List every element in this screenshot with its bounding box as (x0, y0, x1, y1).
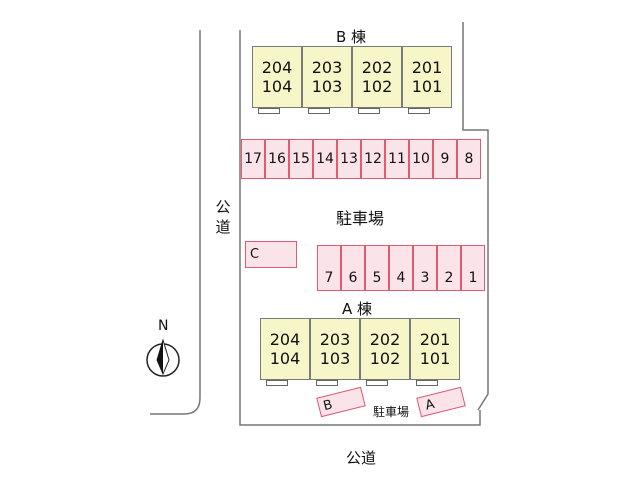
unit-lower-number: 101 (411, 77, 443, 96)
parking-space: 9 (433, 139, 457, 179)
building-a-label: A 棟 (342, 300, 373, 318)
unit-lower-number: 103 (319, 349, 351, 368)
north-label: N (158, 318, 169, 334)
entrance-step (366, 380, 388, 386)
parking-space: 2 (437, 245, 461, 291)
parking-space: 10 (409, 139, 433, 179)
parking-space-number: 12 (364, 151, 382, 167)
unit-lower-number: 101 (419, 349, 451, 368)
parking-space: 1 (461, 245, 485, 291)
parking-space: 11 (385, 139, 409, 179)
parking-space: 12 (361, 139, 385, 179)
parking-space-number: 9 (440, 151, 450, 167)
unit-upper-number: 204 (261, 58, 293, 77)
parking-space-number: 2 (444, 270, 454, 286)
unit-upper-number: 204 (269, 330, 301, 349)
entrance-step (408, 108, 430, 114)
unit-upper-number: 202 (369, 330, 401, 349)
parking-space: 14 (313, 139, 337, 179)
unit-upper-number: 201 (419, 330, 451, 349)
parking-space-number: 3 (420, 270, 430, 286)
parking-space: 5 (365, 245, 389, 291)
parking-space-number: 17 (244, 151, 262, 167)
unit-upper-number: 203 (311, 58, 343, 77)
parking-space-number: 14 (316, 151, 334, 167)
parking-space: 16 (265, 139, 289, 179)
parking-space-number: 7 (324, 270, 334, 286)
parking-space-number: 16 (268, 151, 286, 167)
parking-space: 8 (457, 139, 481, 179)
parking-label: 駐車場 (336, 209, 385, 228)
entrance-step (358, 108, 380, 114)
unit-lower-number: 102 (369, 349, 401, 368)
parking-space: 3 (413, 245, 437, 291)
unit-upper-number: 203 (319, 330, 351, 349)
parking-space-number: 5 (372, 270, 382, 286)
parking-space-number: 13 (340, 151, 358, 167)
parking-space: 6 (341, 245, 365, 291)
small-parking-label: 駐車場 (373, 405, 410, 419)
parking-space-number: 6 (348, 270, 358, 286)
parking-space-number: 10 (412, 151, 430, 167)
entrance-step (258, 108, 280, 114)
road-bottom-label: 公道 (346, 449, 377, 467)
parking-space-number: 11 (388, 151, 406, 167)
unit-lower-number: 104 (261, 77, 293, 96)
north-arrow-icon (146, 338, 180, 377)
parking-space: 4 (389, 245, 413, 291)
parking-space: 15 (289, 139, 313, 179)
parking-lot-c: C (245, 241, 297, 268)
building-b-label: B 棟 (336, 28, 367, 46)
unit-upper-number: 202 (361, 58, 393, 77)
unit-lower-number: 103 (311, 77, 343, 96)
entrance-step (266, 380, 288, 386)
parking-lot-c-label: C (250, 247, 260, 262)
property-left-boundary (239, 30, 481, 426)
parking-lot-b-label: B (321, 396, 335, 414)
entrance-step (308, 108, 330, 114)
parking-space-number: 8 (464, 151, 474, 167)
entrance-step (416, 380, 438, 386)
road-left-edge (150, 30, 201, 415)
parking-space: 13 (337, 139, 361, 179)
unit-lower-number: 102 (361, 77, 393, 96)
entrance-step (316, 380, 338, 386)
unit-lower-number: 104 (269, 349, 301, 368)
property-right-boundary (462, 22, 489, 411)
parking-space: 7 (317, 245, 341, 291)
parking-lot-a-label: A (423, 396, 436, 414)
parking-space-number: 15 (292, 151, 310, 167)
road-left-label: 公道 (215, 198, 231, 236)
parking-space: 17 (241, 139, 265, 179)
unit-upper-number: 201 (411, 58, 443, 77)
parking-space-number: 4 (396, 270, 406, 286)
parking-space-number: 1 (468, 270, 478, 286)
